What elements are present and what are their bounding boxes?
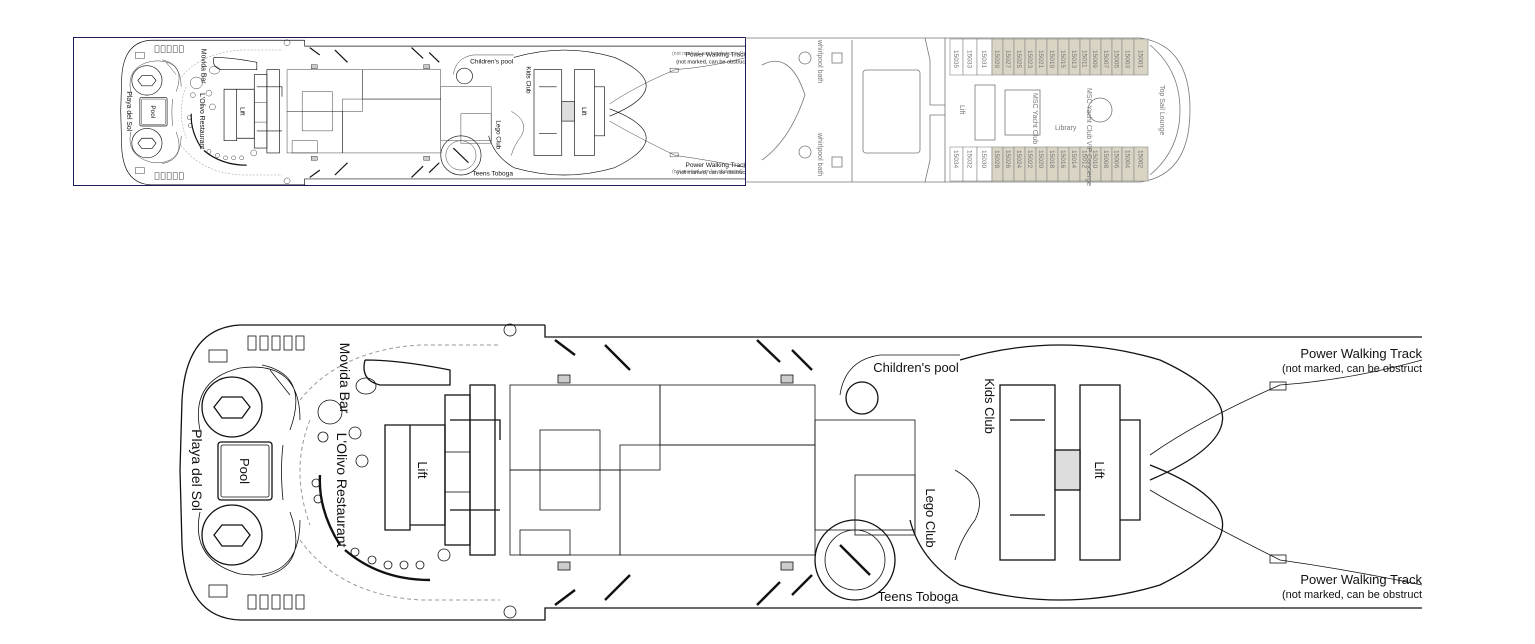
whirlpool-top-label: whirlpool bath bbox=[816, 39, 823, 83]
kids-club-label: Kids Club bbox=[982, 378, 997, 434]
restaurant-tables bbox=[311, 426, 451, 570]
cabin-number: 15025 bbox=[1015, 50, 1022, 68]
teens-toboga-label: Teens Toboga bbox=[878, 589, 959, 604]
cabin-number: 15035 bbox=[952, 50, 959, 68]
overview-lift-label: Lift bbox=[958, 105, 965, 114]
cabin-number: 15012 bbox=[1081, 150, 1088, 168]
cabin-number: 15032 bbox=[966, 150, 973, 168]
childrens-pool bbox=[845, 381, 879, 415]
library-label: Library bbox=[1055, 125, 1077, 132]
aft-structure bbox=[384, 384, 501, 556]
cabin-number: 15019 bbox=[1048, 50, 1055, 68]
track-top-note: (not marked, can be obstruct bbox=[1282, 363, 1422, 375]
cabin-number: 15031 bbox=[980, 50, 987, 68]
loungers bbox=[208, 335, 305, 610]
vip-concierge-label: MSC Yacht Club VIP Concierge bbox=[1085, 88, 1092, 186]
cabin-number: 15020 bbox=[1037, 150, 1044, 168]
cabin-number: 15014 bbox=[1070, 150, 1077, 168]
cabin-number: 15002 bbox=[1137, 150, 1144, 168]
midship-blocks bbox=[509, 384, 916, 556]
deck-slashes bbox=[554, 339, 813, 606]
lift-mid-label: Lift bbox=[1092, 461, 1107, 479]
cabin-number: 15023 bbox=[1026, 50, 1033, 68]
whirlpool-aft-top bbox=[198, 364, 301, 438]
cabin-number: 15033 bbox=[966, 50, 973, 68]
main-deck-plan: Pool Playa del Sol Movida Bar L'Olivo Re… bbox=[179, 323, 1422, 621]
cabin-number: 15022 bbox=[1026, 150, 1033, 168]
yacht-club-label: MSC Yacht Club bbox=[1031, 93, 1038, 144]
teens-toboga-slide bbox=[814, 519, 896, 601]
hull-outline bbox=[179, 324, 1422, 621]
deck-dashed-outline bbox=[299, 344, 500, 601]
track-bottom-title: Power Walking Track bbox=[1300, 572, 1422, 587]
cabin-number: 15015 bbox=[1059, 50, 1066, 68]
track-top-title: Power Walking Track bbox=[1300, 346, 1422, 361]
overview-track-bottom-note: (not marked, can be obstructed) bbox=[672, 169, 743, 175]
overview-forward: whirlpool bath whirlpool bath (not marke… bbox=[672, 37, 1191, 186]
cabin[interactable] bbox=[1133, 38, 1149, 76]
whirlpool-bottom-label: whirlpool bath bbox=[816, 132, 823, 176]
cabin-number: 15028 bbox=[993, 150, 1000, 168]
lego-club-label: Lego Club bbox=[923, 488, 938, 547]
cabin-number: 15008 bbox=[1102, 150, 1109, 168]
movida-bar-label: Movida Bar bbox=[337, 343, 353, 414]
lift-aft-label: Lift bbox=[415, 461, 430, 479]
cabin-number: 15030 bbox=[980, 150, 987, 168]
cabin-number: 15006 bbox=[1113, 150, 1120, 168]
cabin-number: 15026 bbox=[1004, 150, 1011, 168]
cabin-number: 15018 bbox=[1048, 150, 1055, 168]
cabin-number: 15003 bbox=[1124, 50, 1131, 68]
kids-club-area bbox=[909, 344, 1224, 601]
stair-markers bbox=[503, 323, 794, 619]
cabin-number: 15034 bbox=[952, 150, 959, 168]
cabin-number: 15007 bbox=[1102, 50, 1109, 68]
cabin-number: 15021 bbox=[1037, 50, 1044, 68]
top-sail-lounge-label: Top Sail Lounge bbox=[1158, 85, 1165, 135]
playa-del-sol-label: Playa del Sol bbox=[189, 429, 205, 511]
cabin-number: 15004 bbox=[1124, 150, 1131, 168]
cabin-number: 15011 bbox=[1081, 50, 1088, 68]
cabin-number: 15016 bbox=[1059, 150, 1066, 168]
overview-viewport-frame[interactable] bbox=[73, 37, 746, 186]
overview-track-top-note: (not marked, can be obstructed) bbox=[672, 51, 743, 57]
whirlpool-aft-bottom bbox=[198, 504, 301, 578]
cabin-number: 15013 bbox=[1070, 50, 1077, 68]
cabin-number: 15027 bbox=[1004, 50, 1011, 68]
pool-label: Pool bbox=[237, 458, 252, 484]
bow-outline bbox=[944, 37, 1191, 183]
power-walking-track-bottom bbox=[1149, 489, 1422, 586]
childrens-pool-label: Children's pool bbox=[873, 360, 959, 375]
pool bbox=[217, 441, 273, 501]
cabin-number: 15029 bbox=[993, 50, 1000, 68]
stairs-aft bbox=[444, 451, 471, 493]
olivo-restaurant-label: L'Olivo Restaurant bbox=[334, 433, 350, 548]
cabin-number: 15024 bbox=[1015, 150, 1022, 168]
cabin-number: 15009 bbox=[1091, 50, 1098, 68]
power-walking-track-top bbox=[1149, 359, 1422, 456]
overview-deck-map bbox=[121, 40, 748, 185]
cabin[interactable] bbox=[1133, 146, 1149, 182]
track-bottom-note: (not marked, can be obstruct bbox=[1282, 589, 1422, 601]
cabin-number: 15010 bbox=[1091, 150, 1098, 168]
cabin-number: 15005 bbox=[1113, 50, 1120, 68]
midship-structure bbox=[999, 384, 1141, 561]
cabin-number: 15001 bbox=[1137, 50, 1144, 68]
cabin-grid: 15035 15033 15031 15029 15027 15025 15023 15021… bbox=[949, 38, 1149, 182]
